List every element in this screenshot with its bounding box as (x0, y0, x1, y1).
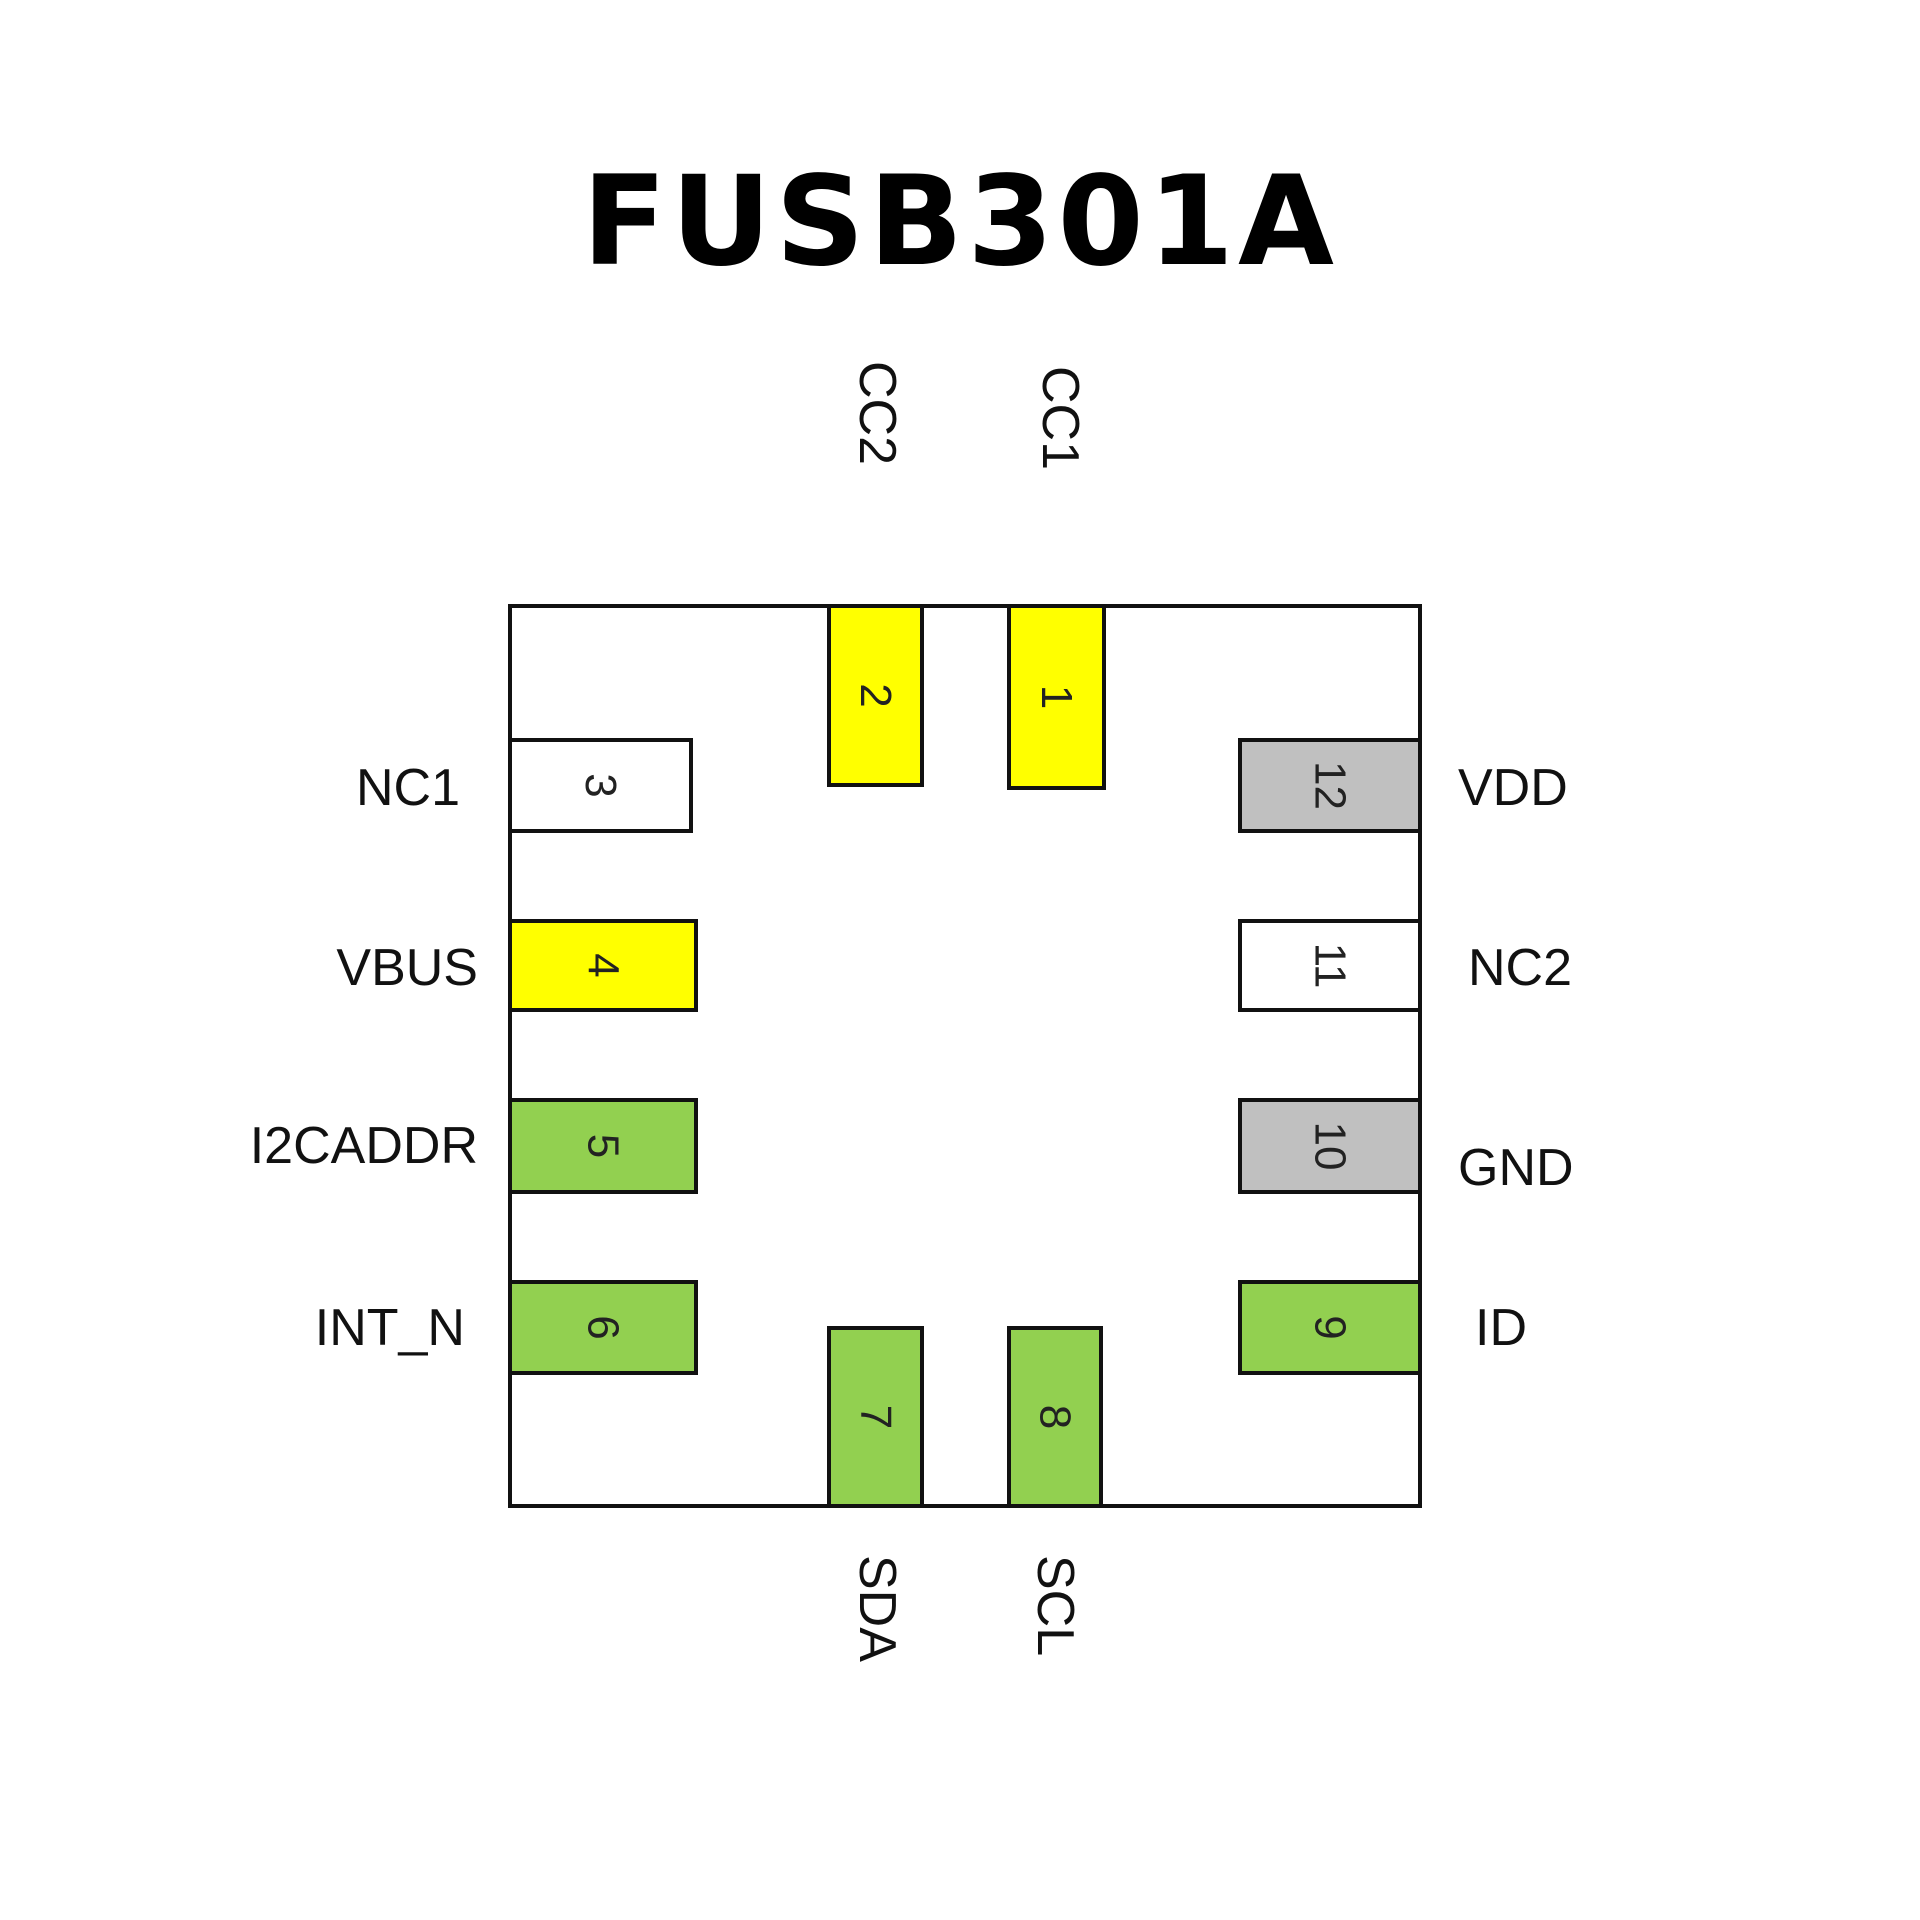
pin-number: 9 (1306, 1315, 1355, 1339)
chip-title: FUSB301A (581, 150, 1339, 294)
pin-number: 1 (1032, 685, 1081, 709)
pin-label: SDA (848, 1555, 906, 1662)
pin-number: 5 (579, 1134, 628, 1158)
pin-pad (508, 738, 693, 833)
pin-number: 2 (851, 683, 900, 707)
pin-2: 2 CC2 (827, 361, 924, 787)
pin-4: 4 VBUS (336, 919, 698, 1012)
pin-label: VBUS (336, 939, 478, 997)
pin-label: CC1 (1031, 366, 1089, 470)
pin-3: 3 NC1 (356, 738, 693, 833)
pin-number: 11 (1306, 943, 1355, 989)
pin-pad (508, 1280, 698, 1375)
pin-label: VDD (1458, 759, 1568, 817)
pin-pad (1238, 1280, 1422, 1375)
pin-10: 10 GND (1238, 1098, 1574, 1197)
pin-label: INT_N (315, 1299, 465, 1357)
pin-label: ID (1475, 1299, 1527, 1357)
pin-number: 10 (1306, 1122, 1355, 1171)
pin-pad (1007, 604, 1106, 790)
pin-label: NC2 (1468, 939, 1572, 997)
pin-number: 12 (1306, 761, 1355, 810)
pin-label: CC2 (848, 361, 906, 465)
pin-11: 11 NC2 (1238, 919, 1572, 1012)
pin-12: 12 VDD (1238, 738, 1568, 833)
pin-pad (1238, 1098, 1422, 1194)
pin-6: 6 INT_N (315, 1280, 698, 1375)
pin-pad (827, 604, 924, 787)
pin-9: 9 ID (1238, 1280, 1527, 1375)
pin-pad (827, 1326, 924, 1508)
pin-pad (1007, 1326, 1103, 1508)
pin-number: 7 (851, 1405, 900, 1429)
pin-label: SCL (1026, 1555, 1084, 1656)
pin-1: 1 CC1 (1007, 366, 1106, 790)
pin-number: 8 (1031, 1405, 1080, 1429)
pin-label: GND (1458, 1139, 1574, 1197)
pin-pad (508, 919, 698, 1012)
pin-label: I2CADDR (250, 1117, 478, 1175)
pin-label: NC1 (356, 759, 460, 817)
pin-number: 6 (579, 1315, 628, 1339)
pin-pad (1238, 738, 1422, 833)
pin-5: 5 I2CADDR (250, 1098, 698, 1194)
pin-pad (508, 1098, 698, 1194)
pin-number: 4 (579, 953, 628, 977)
pin-pad (1238, 919, 1422, 1012)
pin-number: 3 (576, 773, 625, 797)
